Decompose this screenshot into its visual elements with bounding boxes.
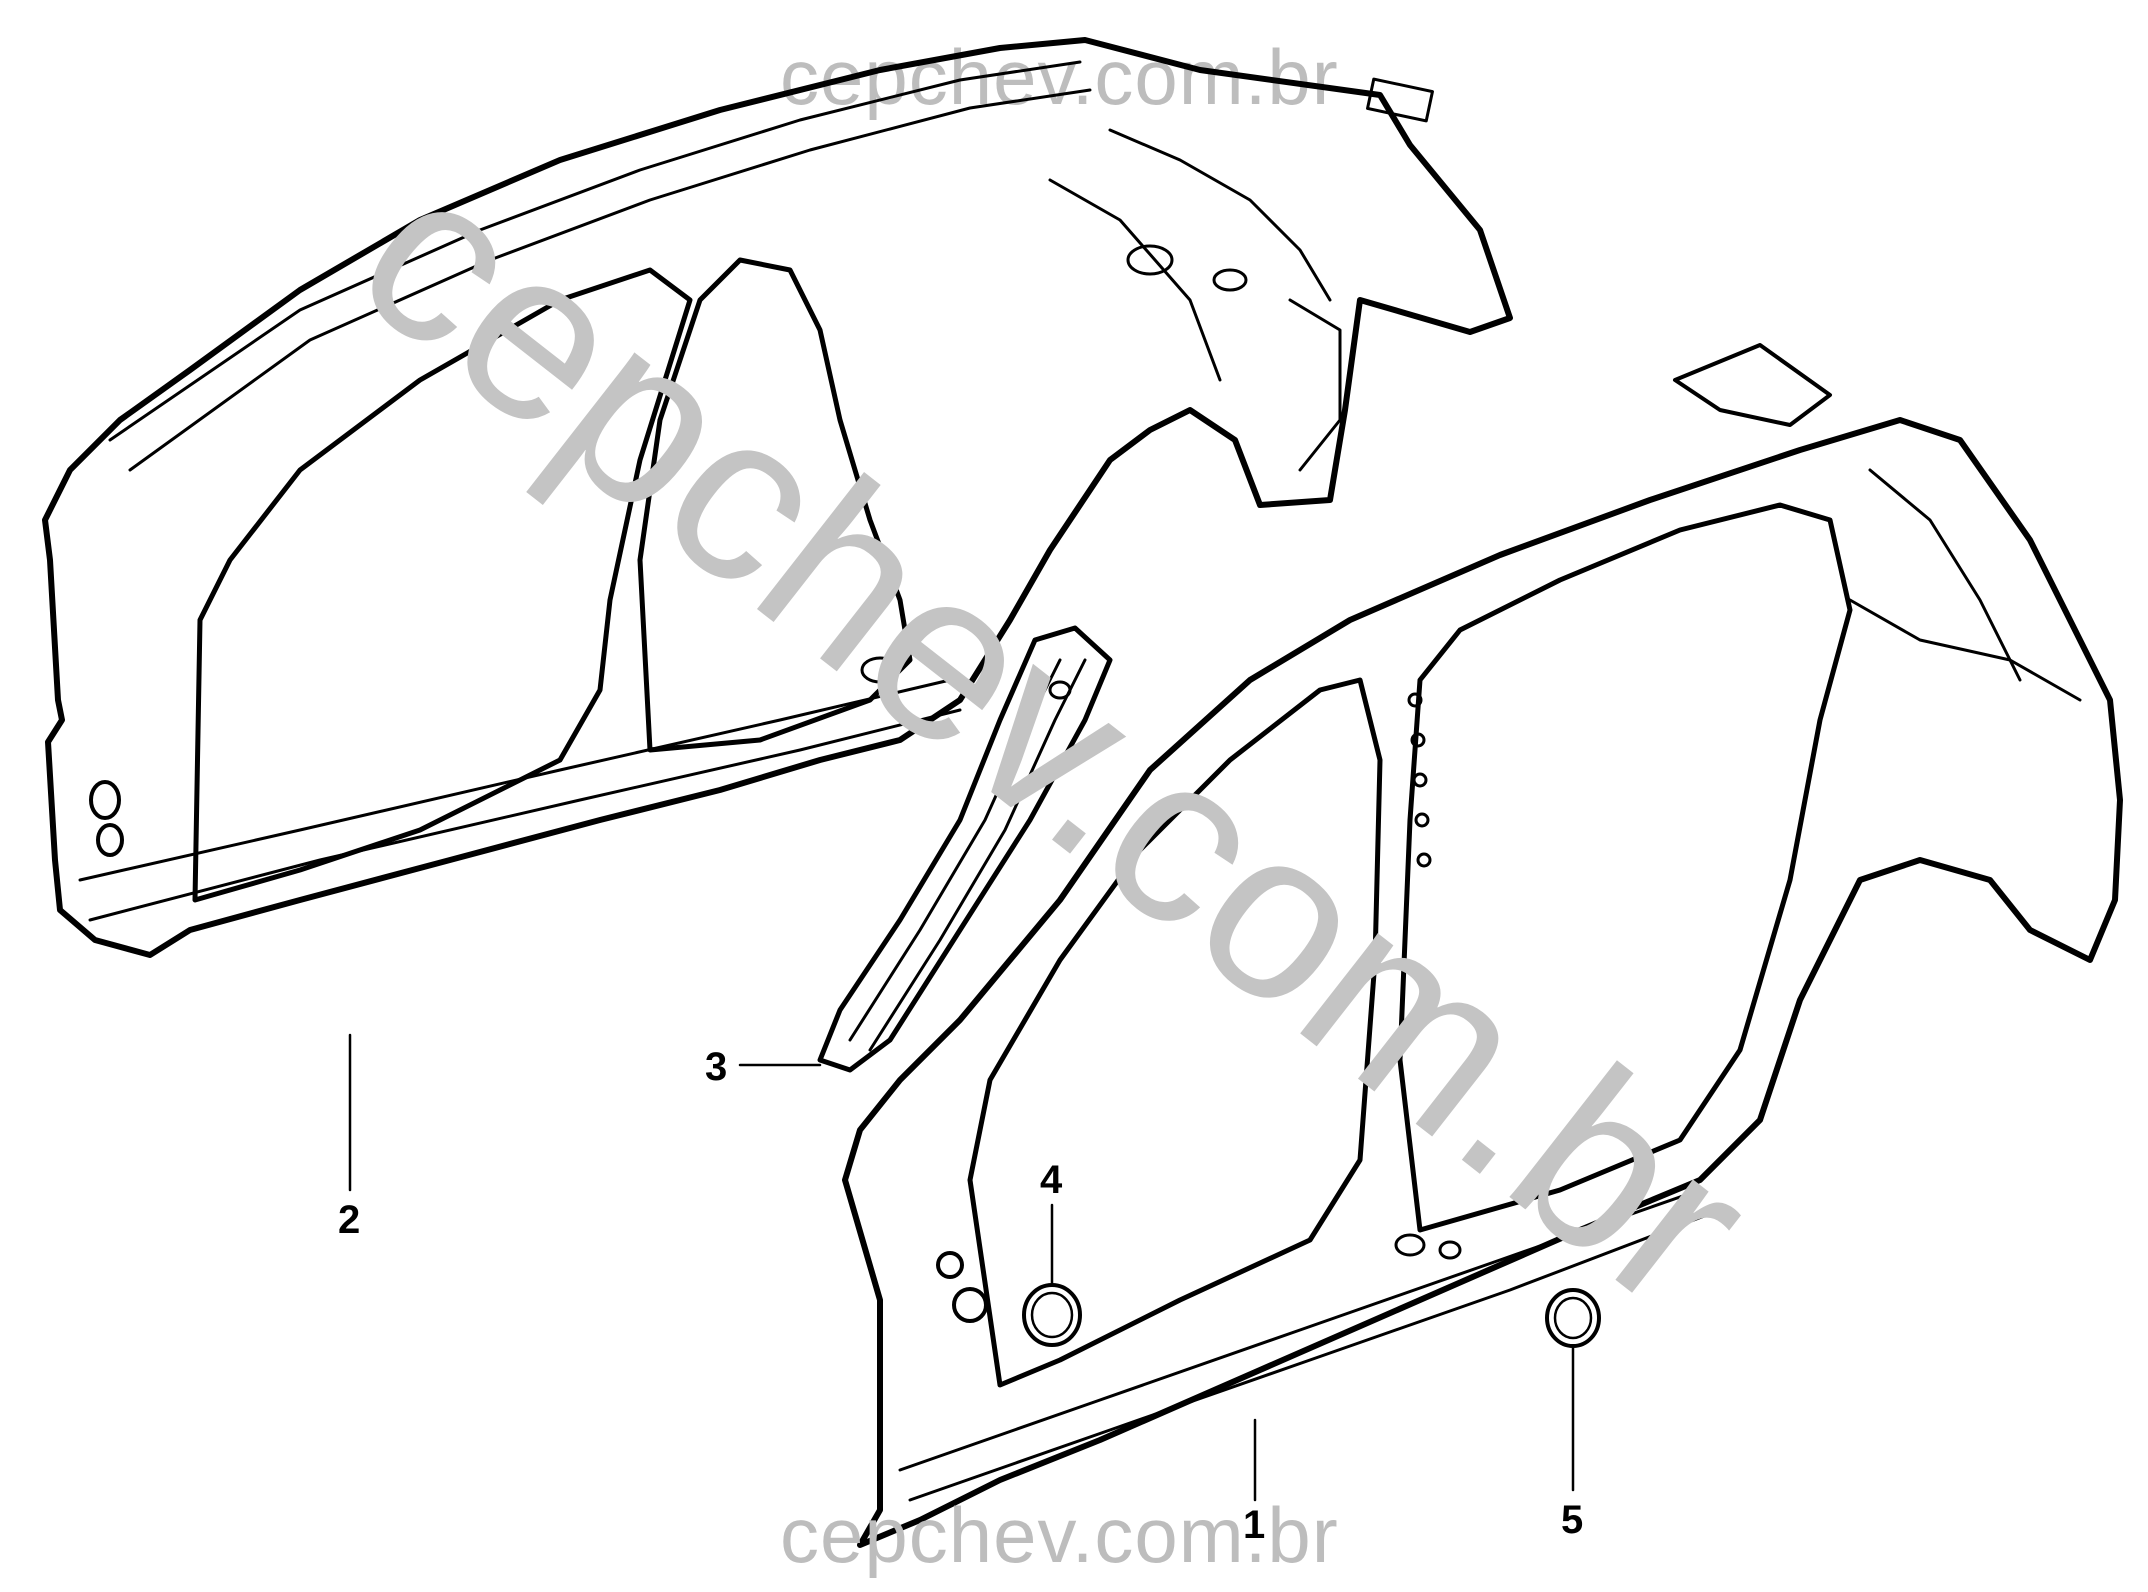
callout-3: 3 — [705, 1045, 728, 1089]
callout-5: 5 — [1561, 1498, 1584, 1542]
callout-1: 1 — [1243, 1503, 1266, 1547]
part-1-outer-side-panel — [842, 343, 2123, 1548]
part-3-a-pillar-reinforcement — [738, 625, 1113, 1073]
part-2-inner-side-panel — [42, 37, 1513, 1192]
watermark-bottom: cepchev.com.br — [780, 1491, 1339, 1579]
part-5-plug — [1545, 1288, 1601, 1492]
part-4-plug — [1022, 1203, 1082, 1347]
callout-4: 4 — [1040, 1158, 1063, 1202]
callout-2: 2 — [338, 1198, 361, 1242]
